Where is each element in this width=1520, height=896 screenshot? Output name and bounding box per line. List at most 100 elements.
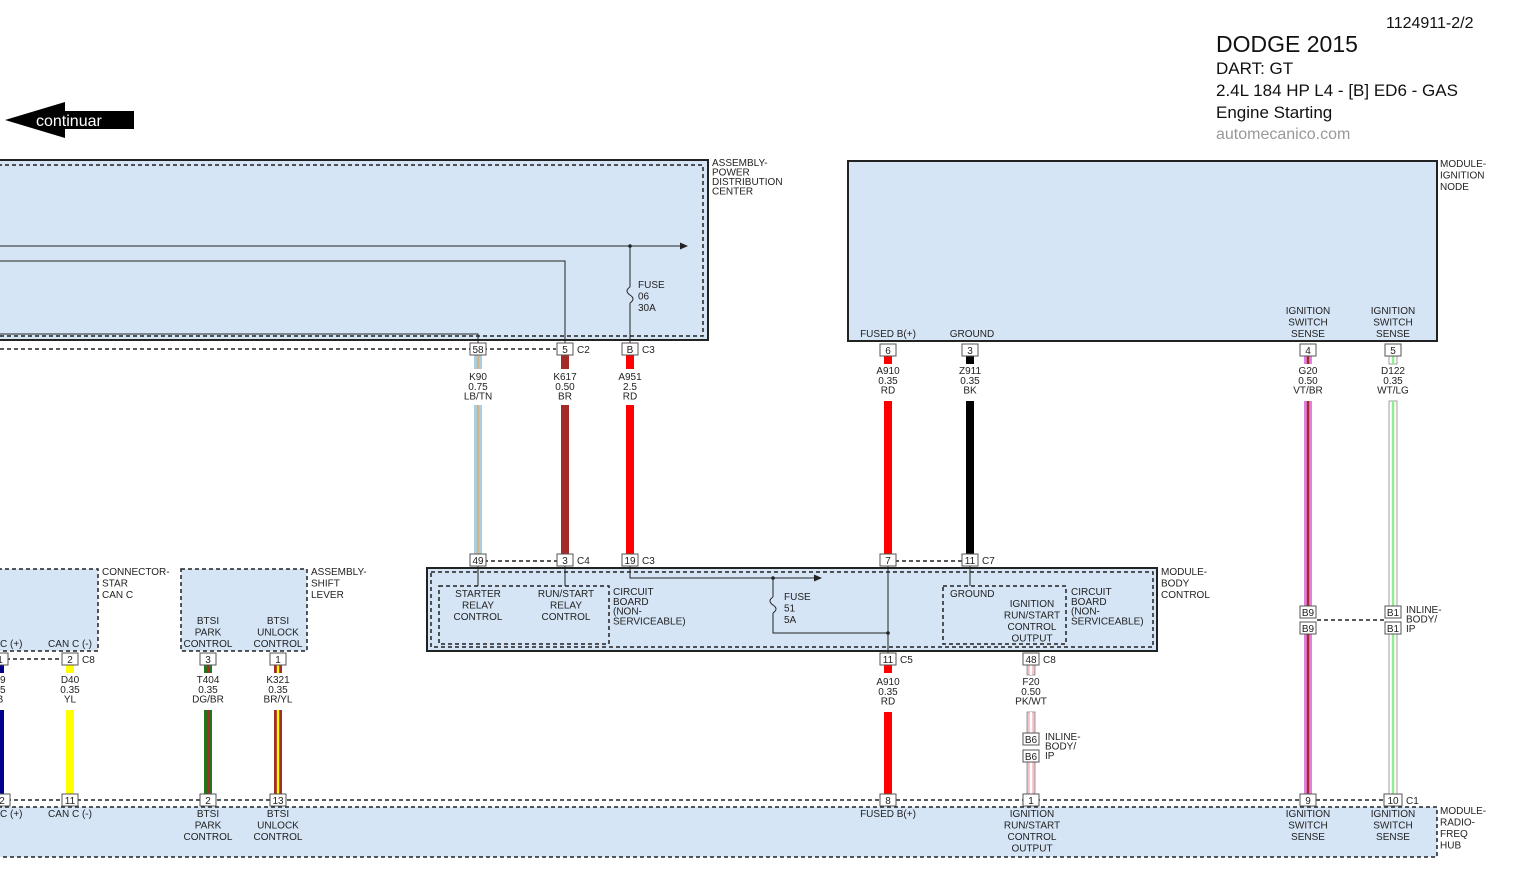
wire-label-f20-line: F20 [1022, 677, 1040, 688]
btsi-park-label-line: CONTROL [184, 639, 233, 650]
bcm-fuse-label-line: 5A [784, 615, 797, 626]
wire-label-z911-line: BK [963, 386, 977, 397]
connector-pin: 6 [879, 343, 897, 357]
pin-number: 1 [0, 655, 3, 666]
pin-number: 2 [0, 796, 5, 807]
pin-number: 19 [624, 556, 636, 567]
wire-label-t404-line: T404 [197, 675, 220, 686]
wire-label-a951-line: RD [623, 392, 637, 403]
pin-number: 13 [272, 796, 284, 807]
continue-button[interactable]: continuar [5, 102, 134, 138]
pin-number: 8 [885, 796, 891, 807]
rfh-unlock-line: BTSI [267, 809, 289, 820]
circuit-board-label-line: SERVICEABLE) [1071, 616, 1144, 627]
pdc-label-line: ASSEMBLY- [712, 158, 768, 169]
wire-label-d39-line: 39 [0, 675, 6, 686]
can-star-label-line: CAN C [102, 590, 133, 601]
arrow-left-icon [5, 102, 134, 138]
wire-label-d39-line: B [0, 695, 4, 706]
ign-ground-label: GROUND [950, 329, 994, 340]
wire-label-d39-line: 35 [0, 685, 6, 696]
wire-g20 [1304, 356, 1312, 364]
pin-number: 49 [472, 556, 484, 567]
runstart-relay-label-line: RUN/START [538, 589, 594, 600]
wire-f20 [1026, 664, 1036, 676]
wire-label-a951-line: 2.5 [623, 382, 637, 393]
wire-d122 [1388, 633, 1398, 795]
rfh-ign-out-line: RUN/START [1004, 821, 1060, 832]
wire-t404 [204, 710, 212, 794]
wire-a951 [626, 405, 634, 555]
wire-label-a910_top-line: A910 [876, 366, 900, 377]
wire-k321 [274, 710, 282, 794]
pin-number: 11 [965, 556, 976, 567]
rfh-label-line: HUB [1440, 841, 1461, 852]
bcm-label-line: CONTROL [1161, 590, 1210, 601]
pin-number: B [627, 345, 634, 356]
rfh-ign-out-line: CONTROL [1008, 832, 1057, 843]
connector-pin: 58 [469, 342, 487, 356]
radio-freq-hub-module [0, 806, 1438, 858]
connector-pin: 8 [879, 793, 897, 807]
connector-pin: B6 [1022, 749, 1040, 763]
ign-node-label-line: IGNITION [1440, 171, 1484, 182]
btsi-unlock-label-line: CONTROL [254, 639, 303, 650]
wire-label-d122-line: WT/LG [1377, 386, 1409, 397]
wire-t404 [204, 665, 212, 673]
wire-label-a910_bot-line: RD [881, 697, 895, 708]
engine: 2.4L 184 HP L4 - [B] ED6 - GAS [1216, 81, 1458, 100]
wire-label-d40-line: YL [64, 695, 77, 706]
ign-sense-label-line: SWITCH [1373, 318, 1412, 329]
can-minus-label: CAN C (-) [48, 639, 92, 650]
wire-label-k90-line: K90 [469, 372, 487, 383]
connector-id: C8 [1043, 655, 1056, 666]
pin-number: 48 [1025, 655, 1037, 666]
connector-pin: 9 [1299, 793, 1317, 807]
wire-a910-top [884, 401, 892, 555]
power-distribution-center [0, 159, 709, 343]
header: 1124911-2/2 DODGE 2015 DART: GT 2.4L 184… [1216, 15, 1474, 143]
bcm-label-line: BODY [1161, 579, 1190, 590]
wire-a910-bot [884, 712, 892, 794]
circuit-board-label-line: CIRCUIT [1071, 587, 1112, 598]
wire-a910-top [884, 356, 892, 364]
wire-label-k321-line: BR/YL [264, 695, 293, 706]
make-year: DODGE 2015 [1216, 31, 1358, 57]
wire-label-k617-line: K617 [553, 372, 577, 383]
wire-label-t404-line: DG/BR [192, 695, 224, 706]
rfh-park-line: CONTROL [184, 832, 233, 843]
pin-number: 5 [1390, 346, 1396, 357]
ign-node-label-line: NODE [1440, 182, 1469, 193]
shift-lever-label-line: SHIFT [311, 579, 340, 590]
wire-label-k321-line: 0.35 [268, 685, 288, 696]
pins: 585C2BC36345493C419C3711C711C548C812C831… [0, 342, 1419, 807]
fuse-icon [769, 596, 777, 614]
wire-label-z911-line: Z911 [959, 366, 981, 377]
ign-sense-label-line: IGNITION [1371, 306, 1415, 317]
rfh-sense-line: SENSE [1291, 832, 1325, 843]
wire-g20 [1304, 634, 1312, 794]
pin-number: B6 [1025, 735, 1038, 746]
wires [0, 355, 1398, 795]
pin-number: 3 [562, 556, 568, 567]
wire-f20 [1026, 711, 1036, 735]
connector-id: C5 [900, 655, 913, 666]
connector-id: C3 [642, 345, 655, 356]
runstart-relay-label-line: CONTROL [542, 612, 591, 623]
bcm-fuse-label-line: 51 [784, 604, 796, 615]
connector-id: C2 [577, 345, 590, 356]
circuit-board-label-line: (NON- [1071, 607, 1100, 618]
connector-pin: 7 [879, 553, 897, 567]
